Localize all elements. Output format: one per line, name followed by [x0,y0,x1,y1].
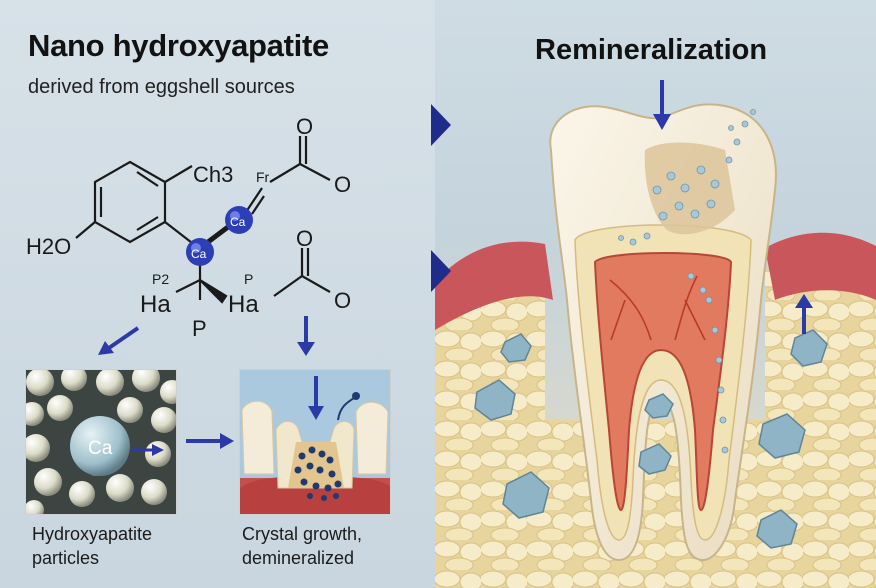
diagram-subtitle: derived from eggshell sources [28,76,295,98]
arrow-right-between-tiles [186,433,234,449]
arrow-up-from-bone [795,294,813,334]
tooth-pulp [593,252,733,512]
chemical-structure: Ch3 H2O Fr O O O O Ca Ca P2 P Ha Ha P [26,114,351,341]
crystal-growth-tile [239,369,391,515]
p2-label: P2 [152,271,169,287]
oxygen-top-2-label: O [296,226,313,251]
arrow-down-to-crown [653,80,671,130]
caption-hydroxyapatite-particles: Hydroxyapatite particles [32,522,152,570]
arrow-diagonal-left [98,326,140,355]
oxygen-right-2-label: O [334,288,351,313]
particles-tile: Ca [25,369,177,515]
p-bottom-label: P [192,316,207,341]
caption-particles-line-1: Hydroxyapatite [32,524,153,544]
caption-growth-line-1: Crystal growth, [242,524,363,544]
ha-right-label: Ha [228,291,259,318]
diagram-title: Nano hydroxyapatite [28,28,329,63]
caption-crystal-growth: Crystal growth, demineralized [242,522,362,570]
fr-label: Fr [256,169,270,185]
caption-particles-line-2: particles [32,548,100,568]
p-right-label: P [244,271,253,287]
right-panel [435,0,876,588]
arrow-down-to-growth [297,316,315,356]
chevron-right-icon [431,250,451,292]
crystal-deposits [474,329,828,549]
calcium-particle [70,416,130,476]
benzene-ring [93,160,167,244]
calcium-center-label: Ca [191,247,207,261]
chevron-right-icon [431,104,451,146]
ha-left-label: Ha [140,291,171,318]
particle-ca-label: Ca [88,438,113,459]
tooth-illustration [435,103,876,588]
ch3-label: Ch3 [193,162,233,187]
caption-growth-line-2: demineralized [242,548,355,568]
remineralization-title: Remineralization [535,34,768,66]
calcium-top-label: Ca [230,215,246,229]
oxygen-right-1-label: O [334,172,351,197]
gum-tissue [435,241,553,330]
h2o-label: H2O [26,234,71,259]
oxygen-top-1-label: O [296,114,313,139]
